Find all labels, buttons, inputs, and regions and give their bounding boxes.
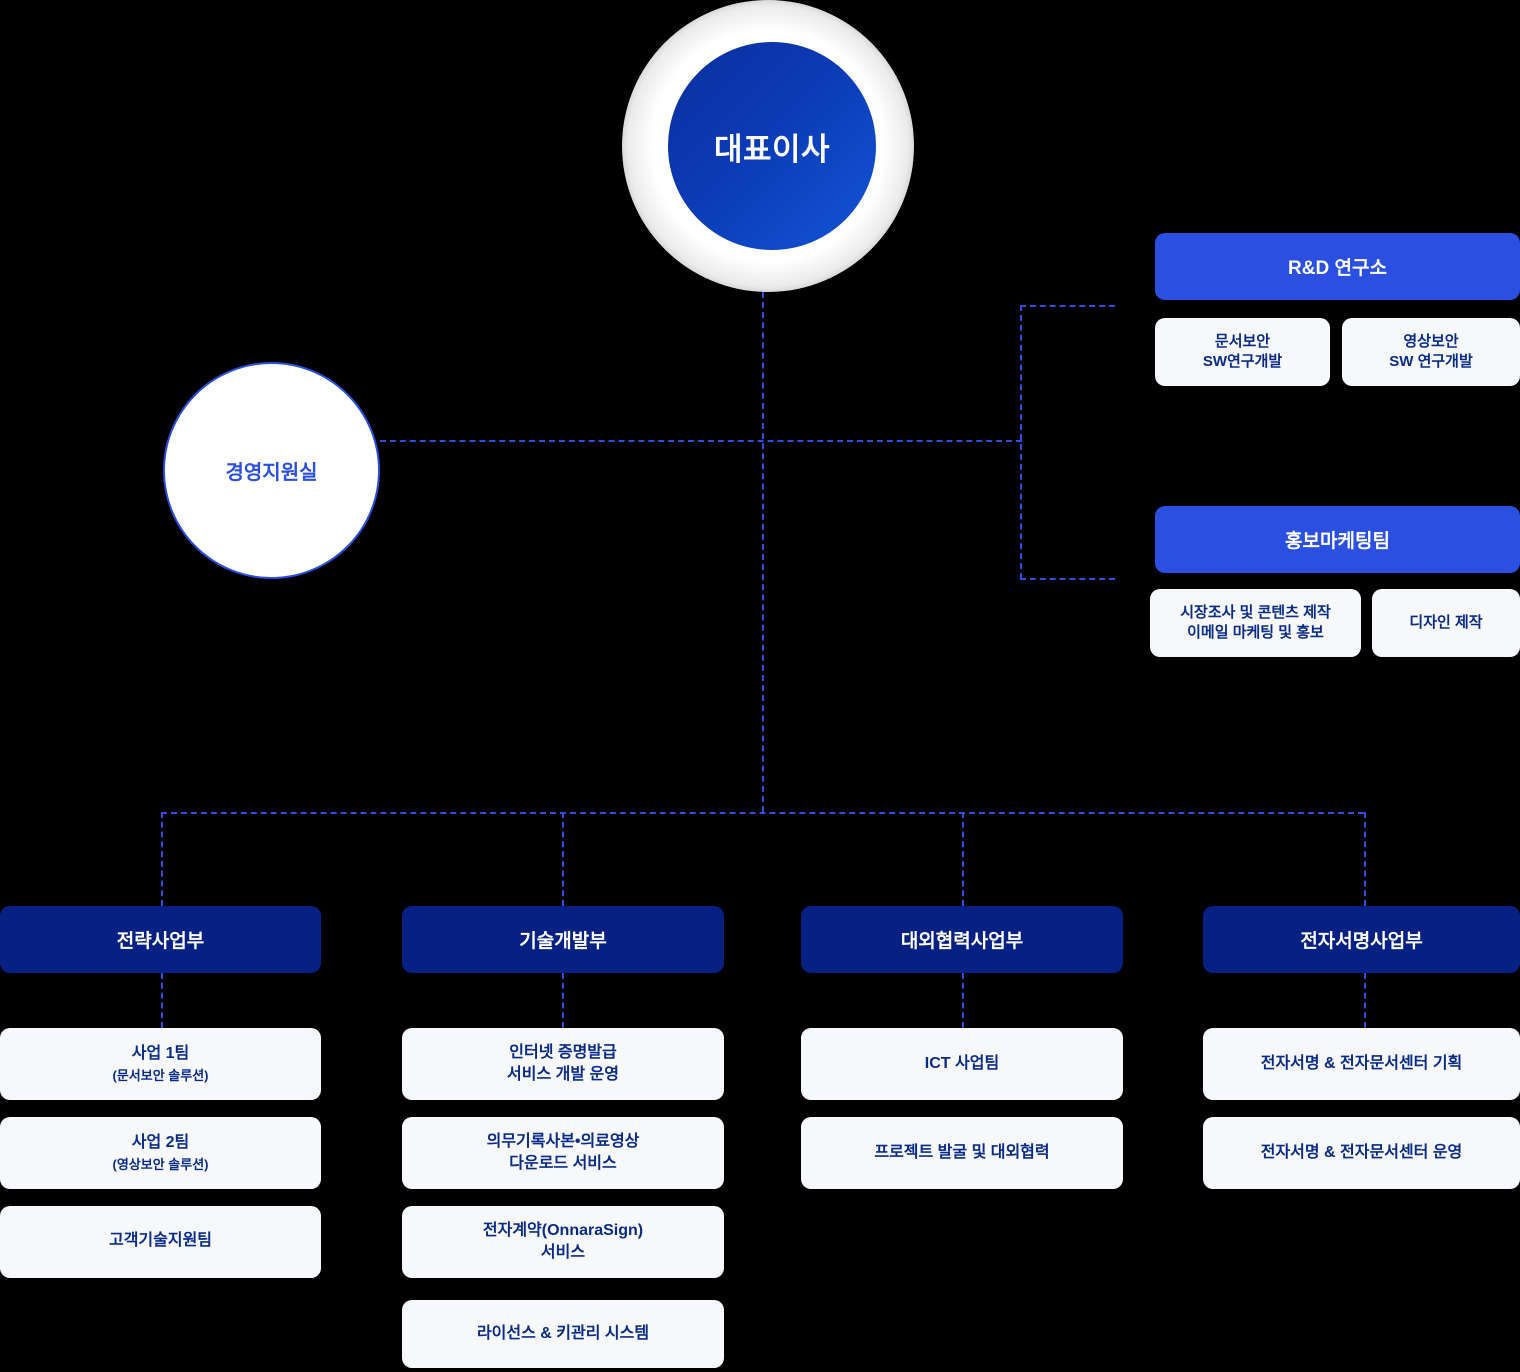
connector-drop-1 (161, 812, 163, 906)
department-1-item-2[interactable]: 전자계약(OnnaraSign)서비스 (402, 1206, 724, 1278)
group-head-rnd[interactable]: R&D 연구소 (1155, 233, 1520, 300)
department-head-1[interactable]: 기술개발부 (402, 906, 724, 973)
department-head-3[interactable]: 전자서명사업부 (1203, 906, 1520, 973)
department-1-item-3-name: 라이선스 & 키관리 시스템 (476, 1325, 650, 1343)
group-head-rnd-label: R&D 연구소 (1288, 258, 1387, 279)
support-office-node[interactable]: 경영지원실 (163, 362, 380, 579)
department-0-item-0-name: 사업 1팀 (131, 1045, 190, 1063)
ceo-node[interactable]: 대표이사 (668, 42, 876, 250)
department-0-item-0[interactable]: 사업 1팀 (문서보안 솔루션) (0, 1028, 321, 1100)
department-2-item-1[interactable]: 프로젝트 발굴 및 대외협력 (801, 1117, 1123, 1189)
department-1-item-2-name: 전자계약(OnnaraSign)서비스 (482, 1222, 644, 1261)
department-3-item-0[interactable]: 전자서명 & 전자문서센터 기획 (1203, 1028, 1520, 1100)
department-head-0-label: 전략사업부 (116, 931, 205, 952)
department-head-2[interactable]: 대외협력사업부 (801, 906, 1123, 973)
connector-right-bracket (1020, 305, 1022, 579)
connector-support-horizontal (380, 440, 1022, 442)
department-2-item-0-name: ICT 사업팀 (924, 1055, 1000, 1073)
connector-drop-2 (562, 812, 564, 906)
connector-drop-3 (962, 812, 964, 906)
group-item-marketing-1[interactable]: 디자인 제작 (1372, 589, 1520, 657)
connector-ceo-trunk (762, 292, 764, 812)
support-office-label: 경영지원실 (225, 462, 318, 484)
connector-dept-3-items (962, 973, 964, 1028)
department-0-item-0-note: (문서보안 솔루션) (112, 1068, 209, 1084)
connector-dept-1-items (161, 973, 163, 1028)
group-head-marketing-label: 홍보마케팅팀 (1285, 531, 1390, 552)
group-item-marketing-1-label: 디자인 제작 (1409, 613, 1483, 631)
department-3-item-1[interactable]: 전자서명 & 전자문서센터 운영 (1203, 1117, 1520, 1189)
department-2-item-1-name: 프로젝트 발굴 및 대외협력 (874, 1144, 1050, 1162)
department-head-1-label: 기술개발부 (519, 931, 607, 952)
department-0-item-2[interactable]: 고객기술지원팀 (0, 1206, 321, 1278)
department-0-item-1[interactable]: 사업 2팀 (영상보안 솔루션) (0, 1117, 321, 1189)
connector-drop-4 (1364, 812, 1366, 906)
connector-marketing-stub (1020, 578, 1115, 580)
department-3-item-0-name: 전자서명 & 전자문서센터 기획 (1260, 1055, 1463, 1073)
ceo-label: 대표이사 (713, 131, 831, 167)
department-0-item-2-name: 고객기술지원팀 (108, 1232, 213, 1250)
connector-rnd-stub (1020, 305, 1115, 307)
department-head-3-label: 전자서명사업부 (1300, 931, 1423, 952)
department-1-item-3[interactable]: 라이선스 & 키관리 시스템 (402, 1300, 724, 1368)
department-0-item-1-name: 사업 2팀 (131, 1134, 190, 1152)
department-head-2-label: 대외협력사업부 (900, 931, 1024, 952)
department-0-item-1-note: (영상보안 솔루션) (112, 1157, 209, 1173)
department-3-item-1-name: 전자서명 & 전자문서센터 운영 (1260, 1144, 1463, 1162)
connector-dept-4-items (1364, 973, 1366, 1028)
department-head-0[interactable]: 전략사업부 (0, 906, 321, 973)
group-head-marketing[interactable]: 홍보마케팅팀 (1155, 506, 1520, 573)
department-2-item-0[interactable]: ICT 사업팀 (801, 1028, 1123, 1100)
connector-dept-2-items (562, 973, 564, 1028)
connector-department-bus (161, 812, 1364, 814)
